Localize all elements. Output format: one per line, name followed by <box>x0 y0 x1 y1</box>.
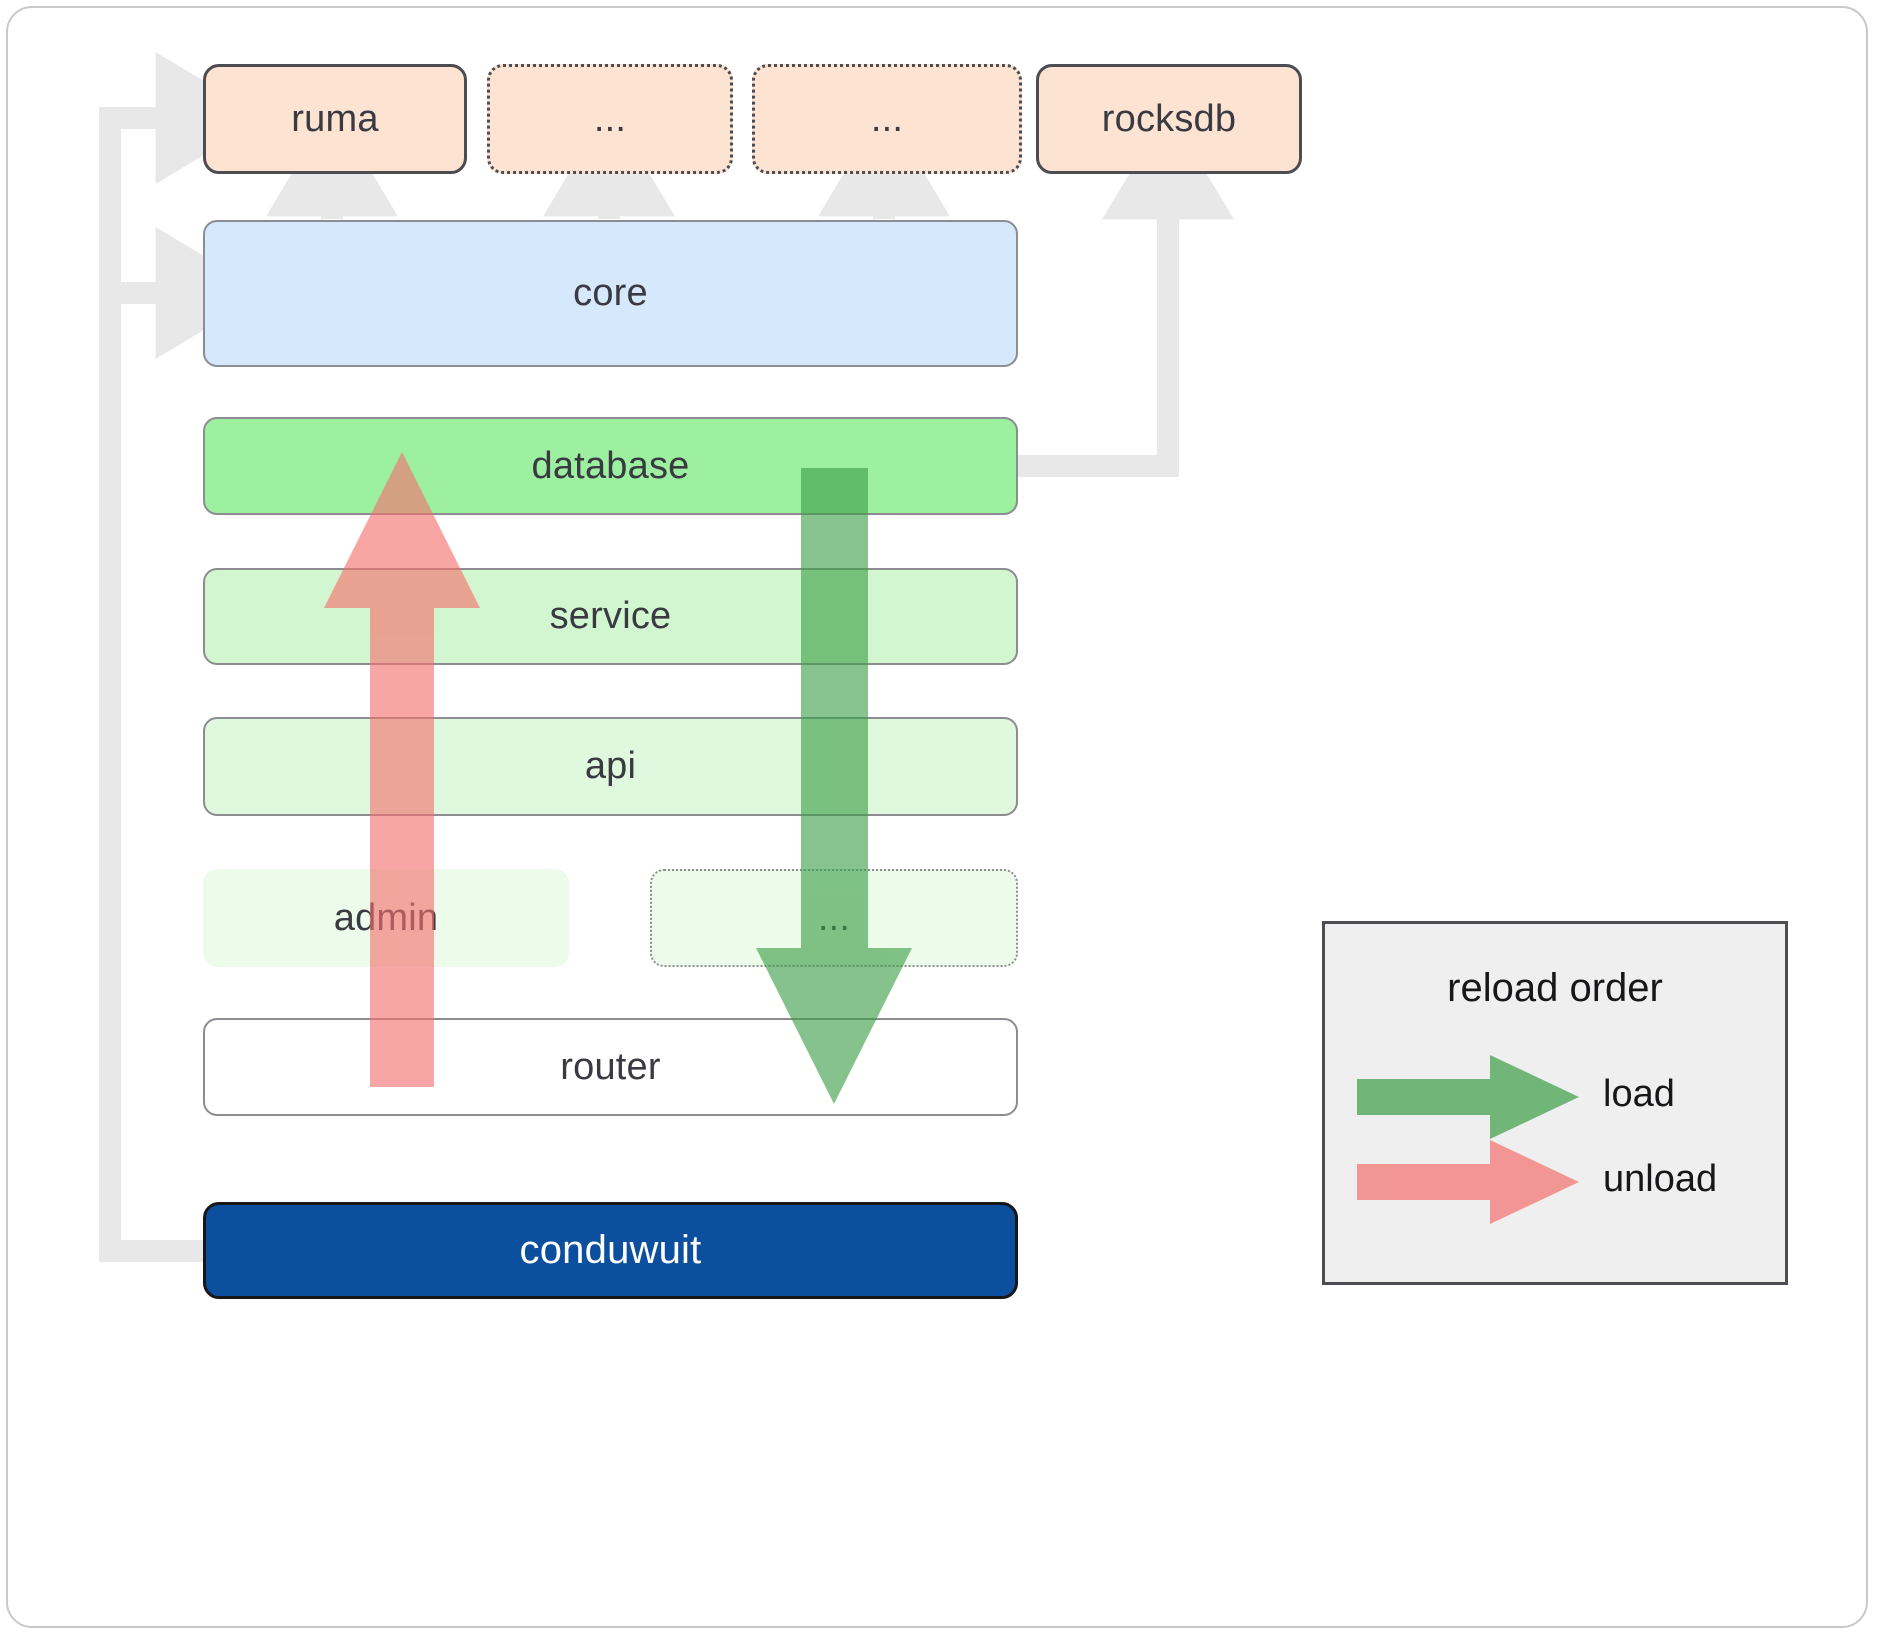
load-arrow-icon <box>1357 1055 1579 1139</box>
unload-arrow-icon <box>1357 1140 1579 1224</box>
node-ruma-label: ruma <box>291 97 379 140</box>
node-rocksdb[interactable]: rocksdb <box>1036 64 1302 174</box>
node-conduwuit[interactable]: conduwuit <box>203 1202 1018 1299</box>
legend-entry-unload: unload <box>1325 1140 1785 1224</box>
node-rocksdb-label: rocksdb <box>1101 97 1237 140</box>
legend-label-unload: unload <box>1603 1158 1718 1200</box>
node-router[interactable]: router <box>203 1018 1018 1116</box>
legend-title: reload order <box>1447 966 1663 1010</box>
node-conduwuit-label: conduwuit <box>519 1228 702 1272</box>
legend-panel: reload order load unload <box>1322 921 1788 1285</box>
legend-entry-load: load <box>1325 1055 1785 1139</box>
node-service[interactable]: service <box>203 568 1018 665</box>
node-admin-label: admin <box>333 896 439 939</box>
node-database-label: database <box>531 444 690 487</box>
node-database[interactable]: database <box>203 417 1018 515</box>
node-api[interactable]: api <box>203 717 1018 816</box>
node-core[interactable]: core <box>203 220 1018 367</box>
node-service-label: service <box>549 595 672 637</box>
node-core-label: core <box>573 272 648 314</box>
node-admin[interactable]: admin <box>203 869 569 967</box>
node-layer-placeholder-label: ... <box>817 896 851 939</box>
node-api-label: api <box>584 745 637 787</box>
node-dependency-placeholder-1[interactable]: ... <box>487 64 733 174</box>
node-router-label: router <box>560 1045 661 1088</box>
node-dependency-placeholder-2-label: ... <box>870 97 904 140</box>
node-ruma[interactable]: ruma <box>203 64 467 174</box>
legend-label-load: load <box>1603 1073 1675 1115</box>
node-dependency-placeholder-2[interactable]: ... <box>752 64 1022 174</box>
node-dependency-placeholder-1-label: ... <box>593 97 627 140</box>
node-layer-placeholder[interactable]: ... <box>650 869 1018 967</box>
